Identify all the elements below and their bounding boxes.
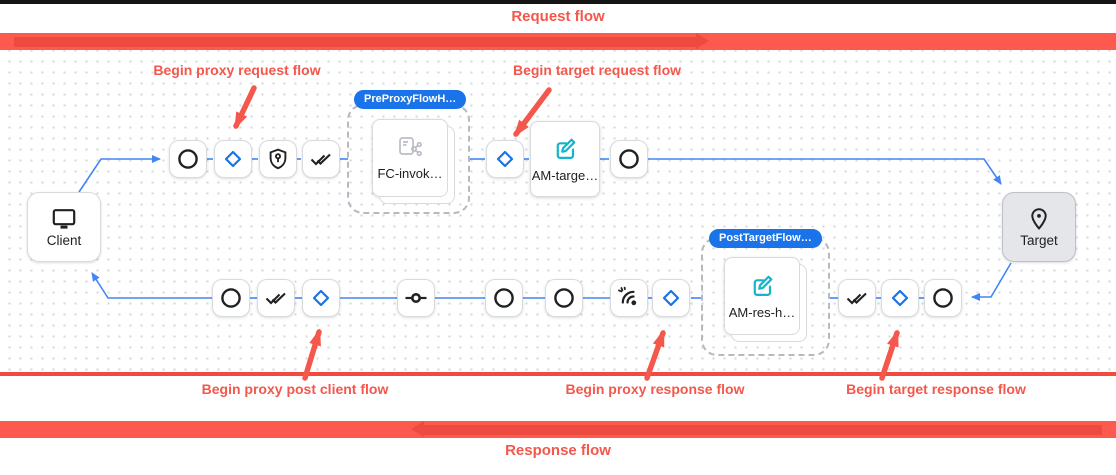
target-request-flow-diamond-node[interactable] [486, 140, 524, 178]
proxy-response-flow-diamond-node[interactable] [652, 279, 690, 317]
circle-icon [221, 288, 241, 308]
diamond-icon [312, 289, 330, 307]
response-circle-node-1[interactable] [485, 279, 523, 317]
target-response-flow-diamond-node[interactable] [881, 279, 919, 317]
port-icon [405, 293, 427, 304]
post-client-flow-diamond-node[interactable] [302, 279, 340, 317]
target-request-end-circle-node[interactable] [610, 140, 648, 178]
begin-target-request-label: Begin target request flow [512, 62, 682, 78]
begin-proxy-request-label: Begin proxy request flow [153, 62, 321, 78]
proxy-request-flow-diamond-node[interactable] [214, 140, 252, 178]
circle-icon [933, 288, 953, 308]
broadcast-icon [618, 286, 637, 306]
diamond-icon [662, 289, 680, 307]
verify-api-key-node[interactable] [259, 140, 297, 178]
response-flow-label: Response flow [505, 442, 611, 459]
client-node[interactable]: Client [27, 192, 101, 262]
connection-port-node[interactable] [397, 279, 435, 317]
circle-icon [554, 288, 574, 308]
request-flow-arrow-icon [14, 33, 709, 49]
post-target-flow-badge[interactable]: PostTargetFlow… [709, 229, 822, 248]
response-circle-node-2[interactable] [545, 279, 583, 317]
request-flow-bar [0, 33, 1116, 50]
circle-icon [178, 149, 198, 169]
request-flow-label: Request flow [511, 8, 605, 25]
assign-message-response-card[interactable]: AM-res-h… [724, 257, 800, 335]
canvas-bottom-border [0, 372, 1116, 376]
target-label: Target [1020, 232, 1058, 248]
window-top-edge [0, 0, 1116, 4]
response-flow-bar [0, 421, 1116, 438]
double-check-icon [310, 153, 331, 166]
request-start-circle-node[interactable] [169, 140, 207, 178]
double-check-icon [265, 292, 286, 305]
request-double-check-node[interactable] [302, 140, 340, 178]
edit-icon [753, 275, 772, 296]
target-node[interactable]: Target [1002, 192, 1076, 262]
location-pin-icon [1031, 207, 1047, 230]
begin-target-response-label: Begin target response flow [846, 381, 1026, 397]
edit-icon [556, 138, 575, 159]
circle-icon [494, 288, 514, 308]
flow-callout-icon [399, 137, 422, 157]
flow-canvas[interactable] [0, 50, 1116, 372]
post-client-double-check-node[interactable] [257, 279, 295, 317]
flow-callout-card[interactable]: FC-invok… [372, 119, 448, 197]
broadcast-policy-node[interactable] [610, 279, 648, 317]
assign-message-target-card[interactable]: AM-targe… [530, 121, 600, 197]
shield-key-icon [269, 148, 287, 170]
flow-callout-card-label: FC-invok… [377, 166, 443, 181]
client-label: Client [46, 232, 82, 248]
assign-message-target-card-label: AM-targe… [531, 167, 599, 183]
assign-message-response-card-label: AM-res-h… [728, 304, 796, 320]
circle-icon [619, 149, 639, 169]
monitor-icon [52, 208, 76, 229]
target-response-start-circle-node[interactable] [924, 279, 962, 317]
begin-proxy-post-client-label: Begin proxy post client flow [201, 381, 389, 397]
post-client-circle-node[interactable] [212, 279, 250, 317]
diamond-icon [496, 150, 514, 168]
pre-proxy-flow-badge[interactable]: PreProxyFlowH… [354, 90, 467, 109]
diamond-icon [224, 150, 242, 168]
double-check-icon [846, 292, 867, 305]
diamond-icon [891, 289, 909, 307]
begin-proxy-response-label: Begin proxy response flow [565, 381, 745, 397]
target-response-double-check-node[interactable] [838, 279, 876, 317]
response-flow-arrow-icon [411, 421, 1102, 437]
